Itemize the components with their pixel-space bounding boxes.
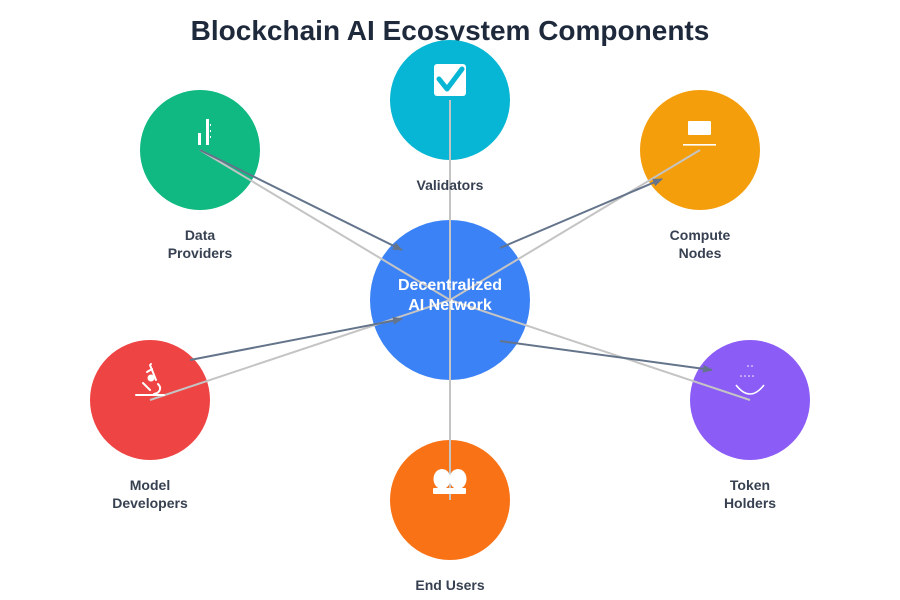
- spoke-token-holders: [449, 299, 751, 401]
- spoke-lines: [149, 100, 751, 500]
- data-providers-label-line2: Providers: [168, 245, 233, 261]
- token-holders-label-line1: Token: [730, 477, 770, 493]
- spoke-model-developers: [149, 299, 451, 401]
- model-developers-label-line2: Developers: [112, 495, 188, 511]
- validators-label: Validators: [417, 177, 484, 193]
- arrow-model-developers-to-hub: [189, 316, 403, 361]
- laptop-icon: [683, 121, 716, 146]
- hub-label-line2: AI Network: [408, 297, 492, 314]
- microscope-icon: [135, 363, 165, 396]
- coin-icon: [735, 365, 765, 395]
- end-users-label: End Users: [415, 577, 484, 593]
- hub-label-line1: Decentralized: [398, 277, 502, 294]
- spoke-compute-nodes: [449, 149, 701, 301]
- arrow-data-providers-to-hub: [199, 149, 403, 251]
- spoke-data-providers: [199, 149, 451, 301]
- compute-nodes-label-line2: Nodes: [679, 245, 722, 261]
- model-developers-label-line1: Model: [130, 477, 170, 493]
- arrow-hub-to-compute-nodes: [499, 178, 663, 249]
- flow-arrows: [189, 149, 713, 373]
- data-providers-label-line1: Data: [185, 227, 216, 243]
- arrow-hub-to-token-holders: [499, 340, 713, 373]
- users-icon: [433, 469, 467, 494]
- checkmark-icon: [434, 64, 466, 96]
- bar-chart-icon: [198, 119, 211, 145]
- token-holders-label-line2: Holders: [724, 495, 776, 511]
- compute-nodes-label-line1: Compute: [670, 227, 731, 243]
